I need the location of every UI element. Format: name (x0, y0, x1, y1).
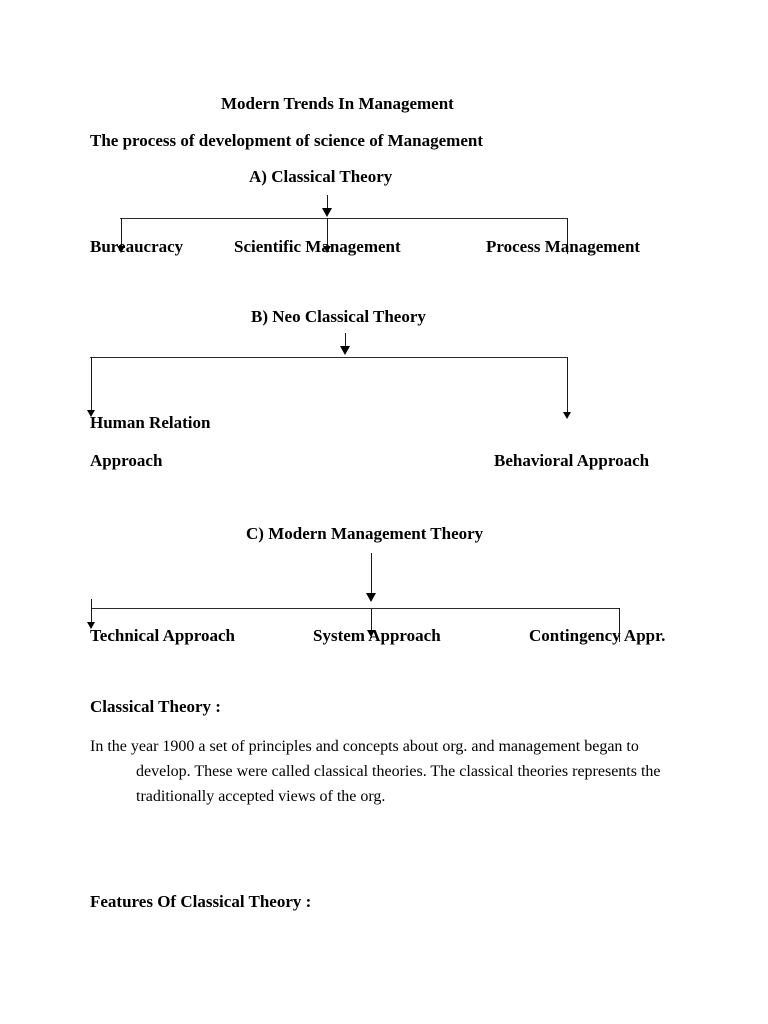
section-c-stem-line (371, 553, 372, 597)
features-heading: Features Of Classical Theory : (90, 892, 312, 911)
section-a-heading: A) Classical Theory (249, 167, 393, 186)
section-b-stem-line (345, 333, 346, 350)
page-title: Modern Trends In Management (221, 94, 454, 113)
node-system-approach: System Approach (313, 626, 441, 645)
section-b-branch-right-arrowhead (563, 412, 571, 419)
section-b-heading: B) Neo Classical Theory (251, 307, 426, 326)
section-c-heading: C) Modern Management Theory (246, 524, 484, 543)
section-c-stem-arrowhead (366, 593, 376, 602)
section-b-branch-left-line (91, 357, 92, 414)
section-a-branch-left-line (121, 218, 122, 250)
node-behavioral-approach: Behavioral Approach (494, 451, 650, 470)
section-c-branch-left-line (91, 599, 92, 628)
node-bureaucracy: Bureaucracy (90, 237, 184, 256)
section-c-branch-right-line (619, 608, 620, 642)
section-b-branch-bar (90, 357, 568, 358)
node-technical-approach: Technical Approach (90, 626, 236, 645)
section-a-branch-center-line (327, 218, 328, 250)
section-a-stem-line (327, 195, 328, 212)
paragraph-line-1: In the year 1900 a set of principles and… (90, 738, 639, 755)
section-c-branch-center-line (371, 608, 372, 638)
node-human-relation: Human Relation (90, 413, 211, 432)
classical-theory-heading: Classical Theory : (90, 697, 221, 716)
node-contingency-approach: Contingency Appr. (529, 626, 666, 645)
section-a-branch-bar (120, 218, 568, 219)
section-a-branch-left-arrowhead (117, 246, 125, 253)
section-b-branch-left-arrowhead (87, 410, 95, 417)
section-c-branch-bar (91, 608, 620, 609)
node-human-relation-approach: Approach (90, 451, 163, 470)
section-b-stem-arrowhead (340, 346, 350, 355)
section-a-branch-center-arrowhead (323, 246, 331, 253)
section-c-branch-left-arrowhead (87, 622, 95, 629)
section-b-branch-right-line (567, 357, 568, 416)
node-scientific-management: Scientific Management (234, 237, 401, 256)
paragraph-line-2: develop. These were called classical the… (136, 763, 661, 780)
section-c-branch-center-arrowhead (367, 630, 375, 637)
classical-theory-paragraph: In the year 1900 a set of principles and… (90, 734, 730, 809)
paragraph-line-3: traditionally accepted views of the org. (136, 788, 386, 805)
node-process-management: Process Management (486, 237, 641, 256)
section-a-branch-right-line (567, 218, 568, 254)
document-subtitle: The process of development of science of… (90, 131, 483, 150)
section-a-stem-arrowhead (322, 208, 332, 217)
